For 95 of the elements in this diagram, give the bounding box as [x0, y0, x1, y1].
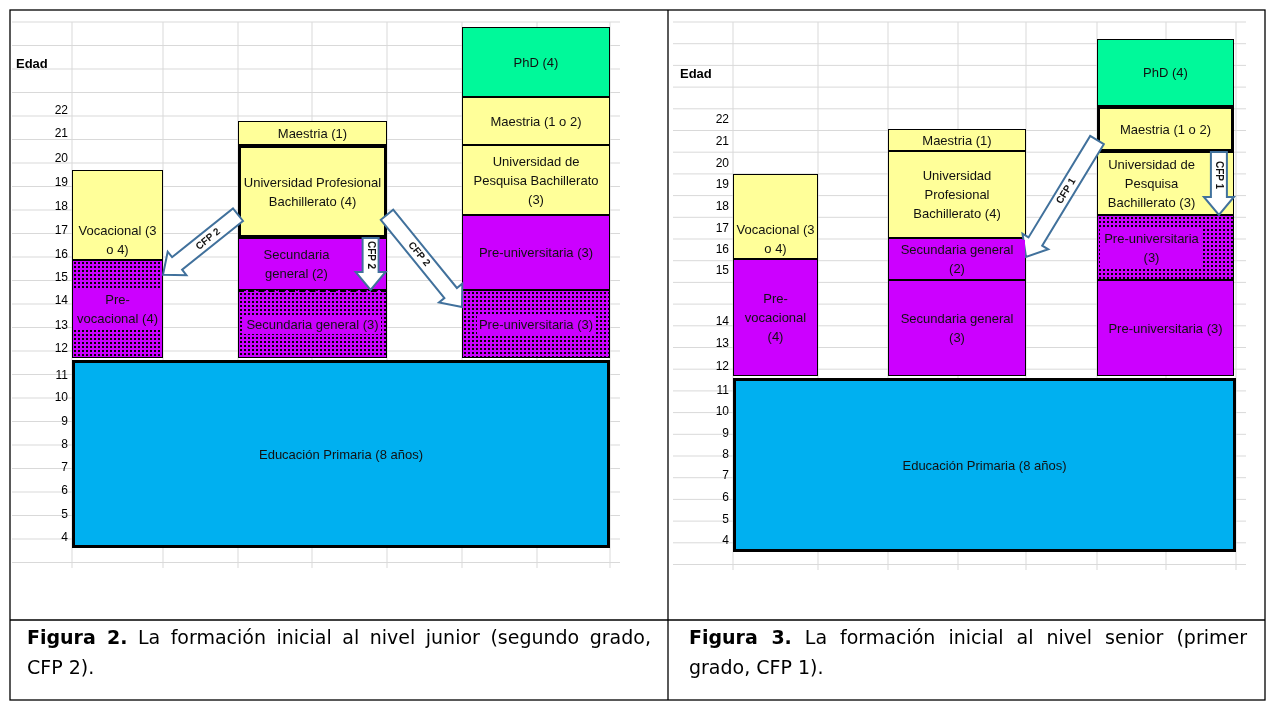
level-box	[888, 129, 1026, 151]
box-label: Vocacional (3 o 4)	[77, 222, 158, 259]
level-box	[1097, 215, 1234, 280]
axis-title: Edad	[16, 56, 48, 71]
age-label: 14	[53, 293, 68, 307]
age-label: 18	[53, 199, 68, 213]
box-label: Educación Primaria (8 años)	[258, 445, 424, 464]
age-label: 11	[715, 383, 729, 397]
edge-label: CFP 2	[192, 225, 223, 253]
level-box	[238, 238, 387, 290]
age-label: 6	[60, 483, 68, 497]
age-label: 8	[60, 437, 68, 451]
level-box	[238, 145, 387, 238]
box-label: Secundaria general (3)	[899, 310, 1015, 347]
box-label: Maestria (1 o 2)	[1118, 120, 1212, 139]
age-label: 21	[53, 126, 68, 140]
block-arrow	[1021, 134, 1106, 259]
age-label: 22	[53, 103, 68, 117]
age-label: 11	[54, 368, 68, 382]
level-box	[1097, 106, 1234, 152]
age-label: 6	[721, 490, 729, 504]
level-box	[462, 97, 610, 145]
box-label: PhD (4)	[1142, 64, 1189, 82]
level-box	[72, 360, 610, 548]
age-label: 7	[721, 468, 729, 482]
box-label: Vocacional (3 o 4)	[735, 221, 816, 258]
age-label: 16	[53, 247, 68, 261]
age-label: 12	[714, 359, 729, 373]
axis-title: Edad	[680, 66, 712, 81]
box-label: Pre-universitaria (3)	[1107, 319, 1224, 338]
level-box	[72, 170, 163, 260]
block-arrow	[161, 207, 245, 277]
age-label: 10	[53, 390, 68, 404]
box-label: Pre-universitaria (3)	[477, 244, 595, 262]
age-label: 17	[714, 221, 729, 235]
level-box	[1097, 280, 1234, 376]
age-label: 5	[721, 512, 729, 526]
box-label: Universidad Profesional Bachillerato (4)	[242, 173, 383, 211]
age-label: 21	[714, 134, 729, 148]
age-label: 7	[60, 460, 68, 474]
box-label: Pre-universitaria (3)	[476, 314, 596, 334]
level-box	[462, 215, 610, 290]
box-label: PhD (4)	[512, 53, 560, 72]
level-box	[733, 259, 818, 376]
age-label: 10	[714, 404, 729, 418]
edge-label: CFP 2	[405, 239, 433, 269]
box-label: Universidad de Pesquisa Bachillerato (3)	[1106, 156, 1197, 212]
level-box	[462, 145, 610, 215]
age-label: 20	[714, 156, 729, 170]
level-box	[888, 151, 1026, 238]
box-label: Maestria (1)	[276, 124, 349, 143]
age-label: 13	[714, 336, 729, 350]
box-label: Maestria (1 o 2)	[489, 112, 583, 131]
box-label: Universidad de Pesquisa Bachillerato (3)	[472, 152, 600, 209]
box-label: Secundaria general (2)	[262, 246, 331, 283]
level-box	[733, 174, 818, 259]
block-arrow	[379, 208, 464, 309]
level-box	[1097, 39, 1234, 106]
age-label: 20	[53, 151, 68, 165]
edge-label: CFP 1	[1213, 160, 1225, 189]
age-label: 12	[53, 341, 68, 355]
level-box	[238, 121, 387, 145]
box-label: Maestria (1)	[921, 131, 993, 150]
box-label: Secundaria general (2)	[889, 240, 1025, 278]
edge-label: CFP 2	[364, 240, 377, 270]
box-label: Educación Primaria (8 años)	[901, 456, 1068, 475]
age-label: 16	[714, 242, 729, 256]
age-label: 4	[60, 530, 68, 544]
box-label: Pre-vocacional (4)	[743, 290, 808, 346]
age-label: 22	[714, 112, 729, 126]
age-label: 15	[53, 270, 68, 284]
age-label: 4	[721, 533, 729, 547]
age-label: 15	[714, 263, 729, 277]
level-box	[238, 290, 387, 358]
figure-caption: Figura 3. La formación inicial al nivel senior (primer grado, CFP 1).	[689, 625, 1247, 680]
age-label: 13	[53, 318, 68, 332]
age-label: 8	[721, 447, 729, 461]
figure-caption: Figura 2. La formación inicial al nivel junior (segundo grado, CFP 2).	[27, 625, 651, 680]
age-label: 9	[721, 426, 729, 440]
age-label: 5	[60, 507, 68, 521]
box-label: Pre-universitaria (3)	[1100, 228, 1203, 267]
level-box	[462, 290, 610, 358]
level-box	[888, 280, 1026, 376]
age-label: 14	[714, 314, 729, 328]
box-label: Secundaria general (3)	[244, 315, 381, 334]
box-label: Universidad Profesional Bachillerato (4)	[912, 167, 1002, 223]
age-label: 9	[60, 414, 68, 428]
level-box	[733, 378, 1236, 552]
box-label: Pre-vocacional (4)	[73, 290, 162, 328]
age-label: 19	[714, 177, 729, 191]
level-box	[72, 260, 163, 358]
age-label: 18	[714, 199, 729, 213]
age-label: 19	[53, 175, 68, 189]
age-label: 17	[53, 223, 68, 237]
level-box	[462, 27, 610, 97]
